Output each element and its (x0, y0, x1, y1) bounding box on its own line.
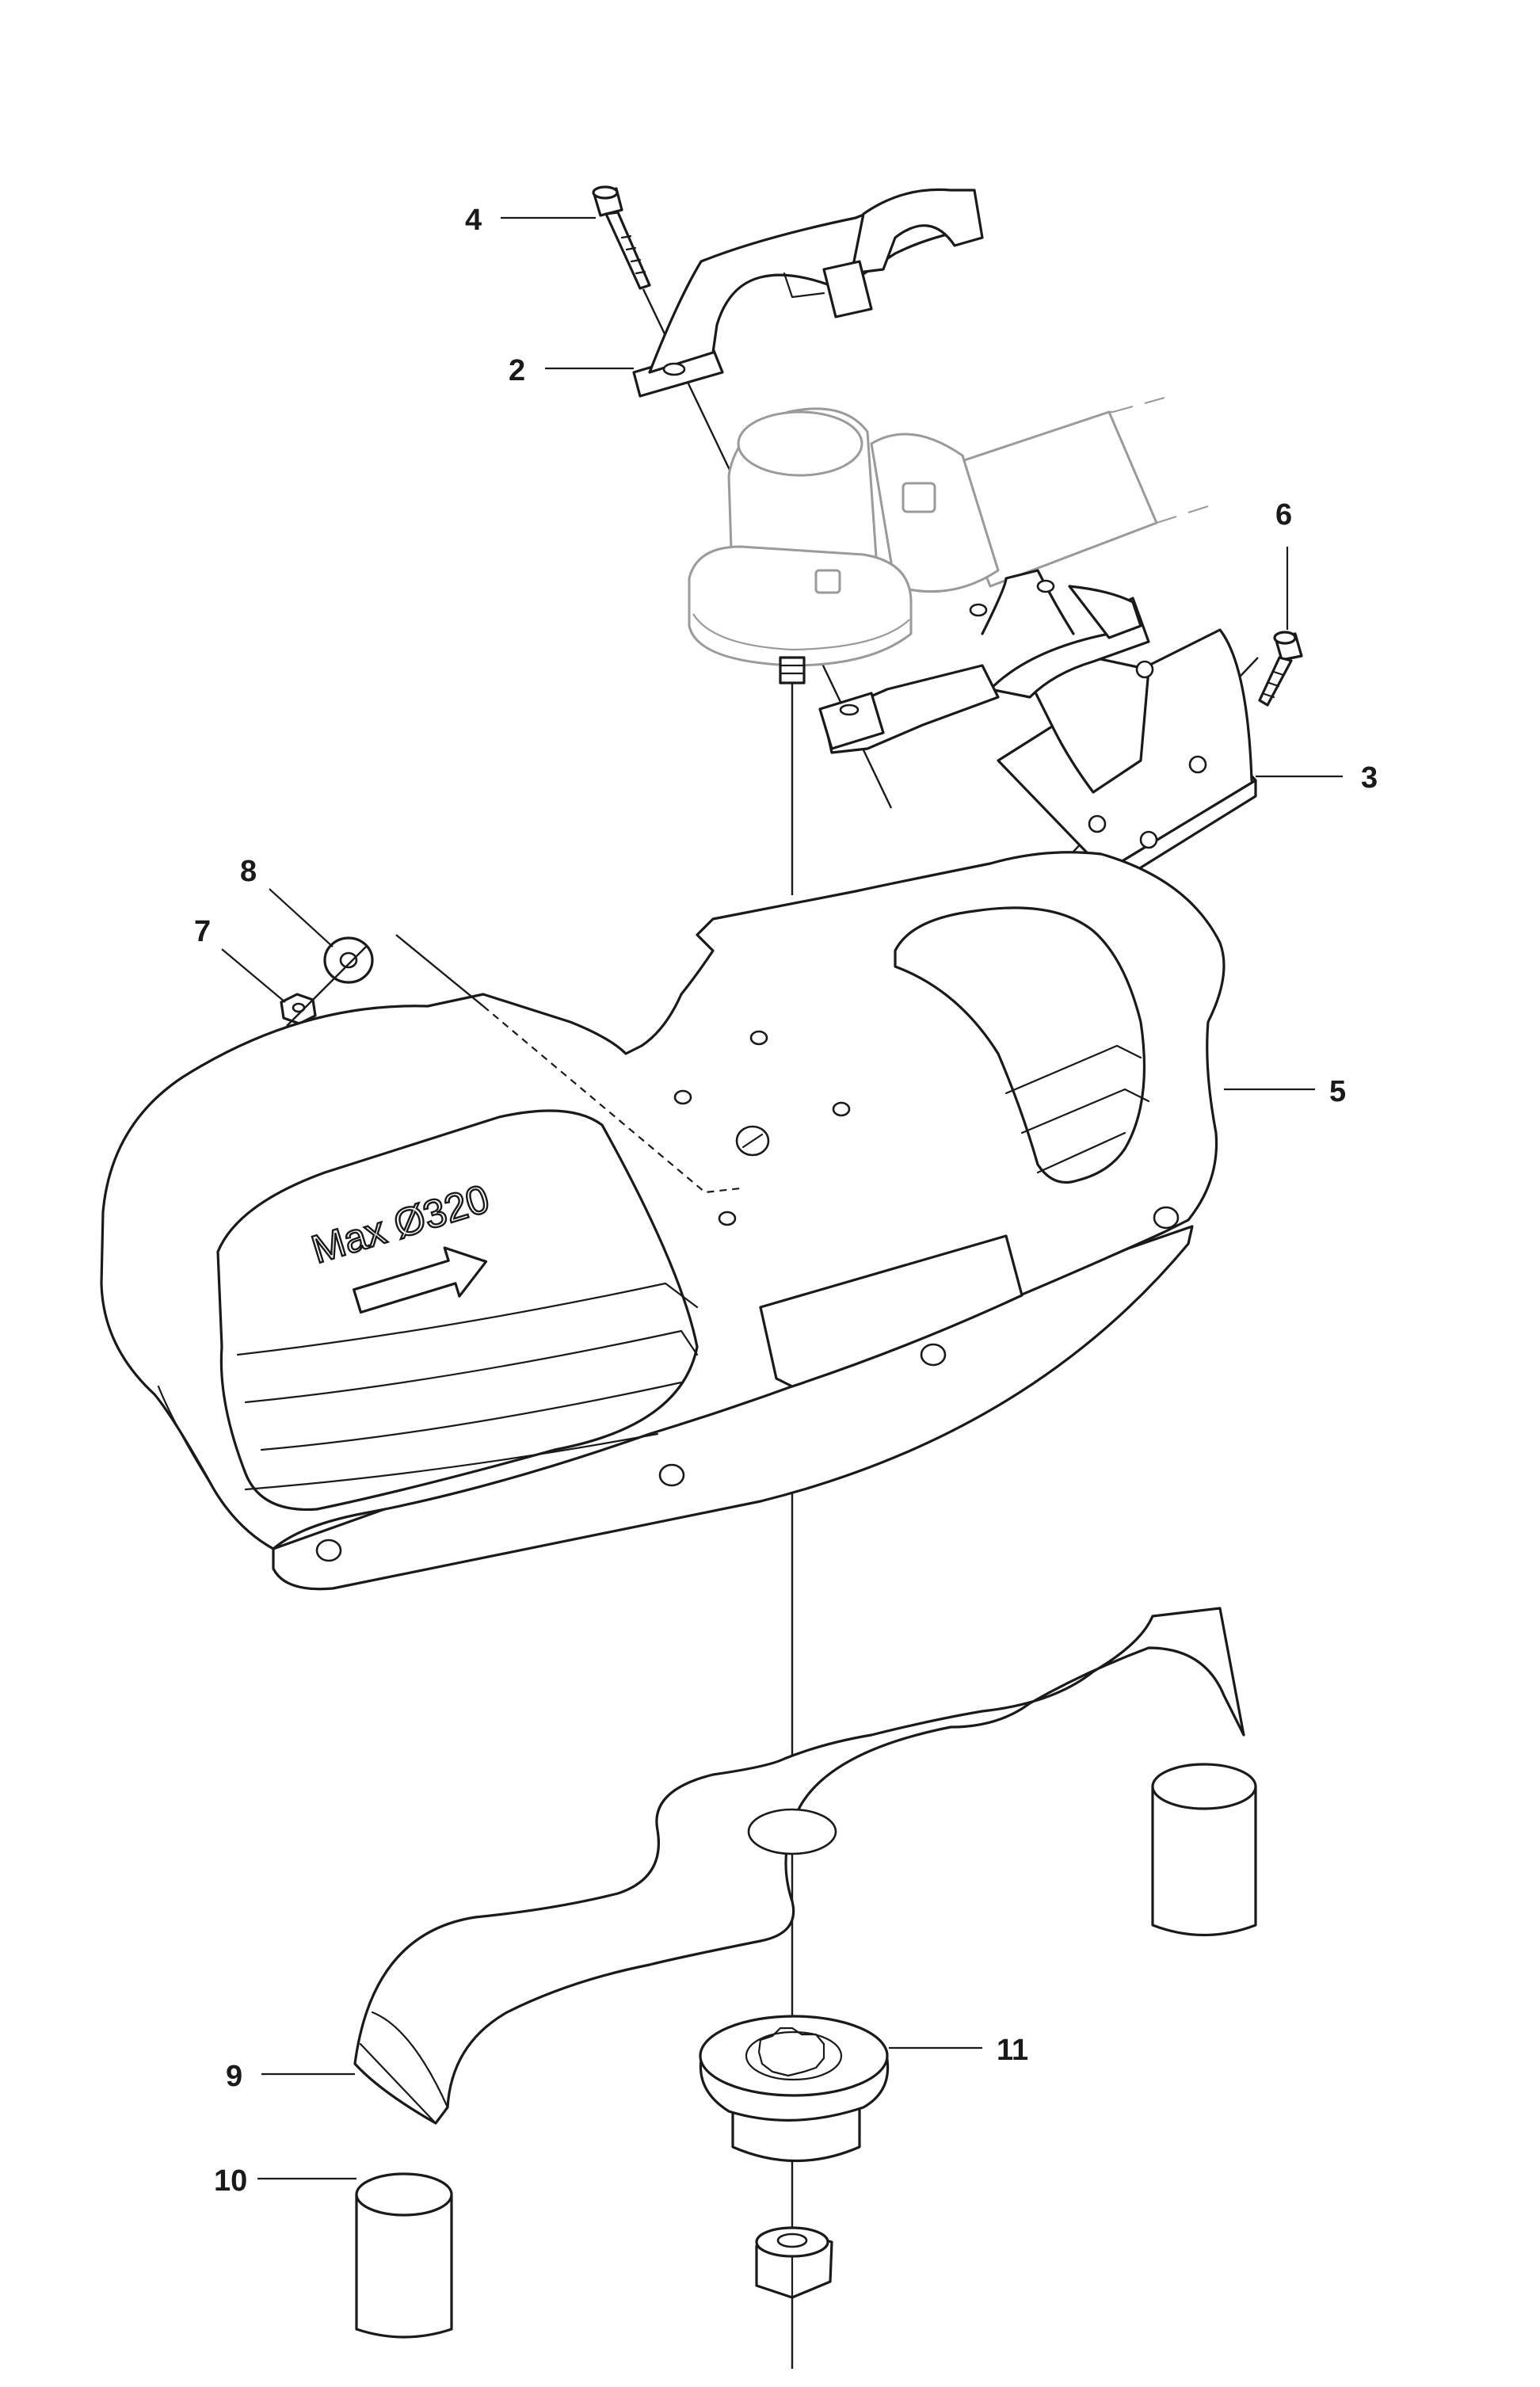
callout-3: 3 (1361, 761, 1378, 795)
spacer-bushing (355, 2172, 453, 2339)
callout-4: 4 (465, 204, 482, 237)
callout-9: 9 (226, 2060, 242, 2093)
mount-hole (749, 1030, 768, 1046)
screw (1258, 631, 1303, 707)
spacer-bushing-right (1151, 1763, 1257, 1937)
lock-nut (755, 2226, 833, 2299)
threaded-stud (779, 656, 806, 684)
arrow-right-icon (353, 1246, 488, 1314)
gear-head-reference (688, 396, 1209, 667)
washer (323, 936, 374, 984)
callout-2: 2 (509, 354, 525, 387)
callout-11: 11 (997, 2034, 1028, 2067)
callout-7: 7 (194, 915, 211, 948)
bolt (592, 185, 651, 290)
leader-7 (221, 948, 286, 1003)
drive-flange (699, 2015, 890, 2163)
blade (353, 1607, 1245, 2125)
guard: Max Ø320 (100, 851, 1226, 1591)
nut (280, 993, 317, 1025)
callout-10: 10 (214, 2164, 247, 2198)
callout-8: 8 (240, 855, 257, 888)
lower-clamp-bracket (818, 569, 1257, 889)
upper-clamp (632, 188, 984, 398)
callout-6: 6 (1275, 498, 1292, 532)
callout-5: 5 (1329, 1075, 1346, 1108)
leader-8 (269, 888, 334, 948)
